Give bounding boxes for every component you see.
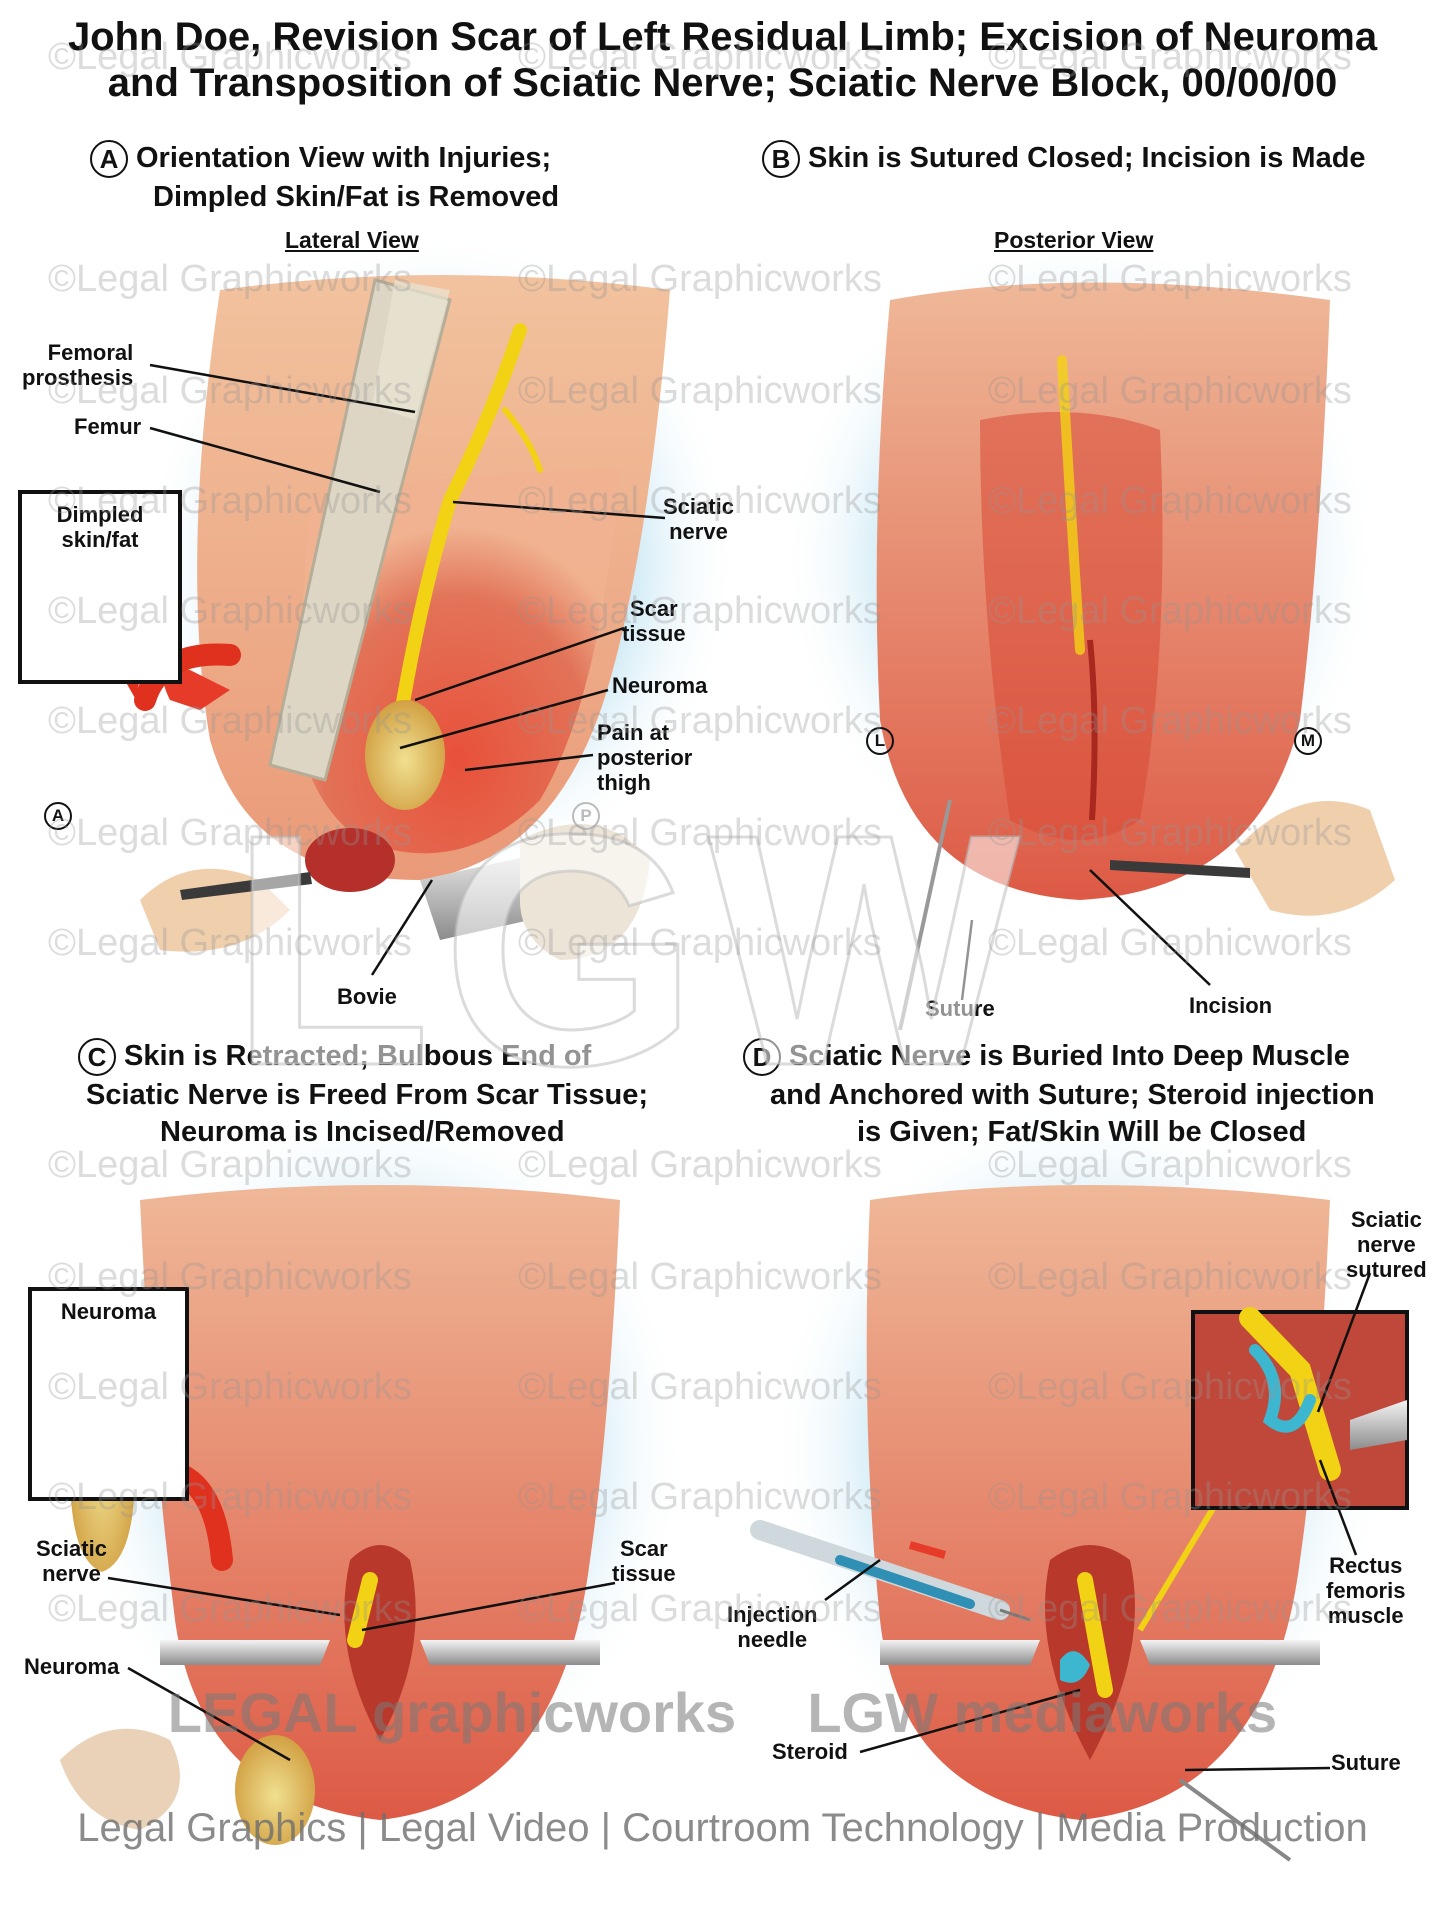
label-femur: Femur <box>74 414 142 439</box>
footer-brand: LEGAL graphicworks LGW mediaworks <box>0 1680 1445 1745</box>
label-incision: Incision <box>1189 993 1273 1018</box>
footer-brand-right: LGW mediaworks <box>807 1681 1278 1744</box>
label-neuroma-a: Neuroma <box>612 673 708 698</box>
label-sciatic-nerve-c: Sciatic nerve <box>36 1536 107 1586</box>
panel-c-title-line-3: Neuroma is Incised/Removed <box>160 1116 565 1148</box>
panel-d-title-line-2: and Anchored with Suture; Steroid inject… <box>770 1079 1375 1111</box>
marker-m: M <box>1294 727 1322 755</box>
label-rectus-femoris: Rectus femoris muscle <box>1326 1553 1406 1628</box>
lgw-logo-mark: LGW <box>229 764 1030 1136</box>
pointer-lines <box>107 363 1372 1772</box>
inset-neuroma-label: Neuroma <box>60 1299 157 1324</box>
label-sciatic-nerve-sutured: Sciatic nerve sutured <box>1346 1207 1427 1282</box>
title-line-2: and Transposition of Sciatic Nerve; Scia… <box>107 61 1338 105</box>
footer-brand-left: LEGAL graphicworks <box>167 1681 737 1744</box>
panel-d-title-line-3: is Given; Fat/Skin Will be Closed <box>857 1116 1307 1148</box>
panel-b-letter: B <box>762 140 800 179</box>
label-scar-tissue-c: Scar tissue <box>612 1536 676 1586</box>
label-scar-tissue-a: Scar tissue <box>622 596 686 646</box>
marker-p: P <box>572 802 600 830</box>
panel-c-letter: C <box>78 1038 116 1077</box>
label-bovie: Bovie <box>337 984 397 1009</box>
marker-a: A <box>44 802 72 830</box>
footer-tagline: Legal Graphics | Legal Video | Courtroom… <box>77 1806 1368 1850</box>
inset-dimpled-skin-label: Dimpled skin/fat <box>56 502 144 552</box>
panel-c-title-line-2: Sciatic Nerve is Freed From Scar Tissue; <box>86 1079 649 1111</box>
panel-a-title-line-2: Dimpled Skin/Fat is Removed <box>153 181 560 213</box>
panel-d-title-line-1: Sciatic Nerve is Buried Into Deep Muscle <box>789 1040 1350 1072</box>
panel-a-limb <box>140 230 740 960</box>
panel-a-letter: A <box>90 140 128 179</box>
label-sciatic-nerve-a: Sciatic nerve <box>663 494 734 544</box>
label-neuroma-c: Neuroma <box>24 1654 120 1679</box>
marker-l: L <box>866 727 894 755</box>
title-line-1: John Doe, Revision Scar of Left Residual… <box>67 15 1378 59</box>
panel-c-title-line-1: Skin is Retracted; Bulbous End of <box>124 1040 592 1072</box>
label-pain-posterior-thigh: Pain at posterior thigh <box>597 720 693 795</box>
inset-neuroma: Neuroma <box>28 1287 189 1501</box>
label-suture-b: Suture <box>925 996 995 1021</box>
label-suture-d: Suture <box>1331 1750 1401 1775</box>
inset-dimpled-skin: Dimpled skin/fat <box>18 490 182 684</box>
panel-d-letter: D <box>743 1038 781 1077</box>
panel-c-limb <box>60 1100 690 1845</box>
posterior-view-label: Posterior View <box>994 227 1154 253</box>
panel-a-title-line-1: Orientation View with Injuries; <box>136 142 552 174</box>
label-femoral-prosthesis: Femoral prosthesis <box>22 340 134 390</box>
panel-b-title-text: Skin is Sutured Closed; Incision is Made <box>808 142 1366 174</box>
sutured-nerve-inset <box>1191 1307 1409 1510</box>
label-steroid: Steroid <box>772 1739 848 1764</box>
label-injection-needle: Injection needle <box>727 1602 818 1652</box>
lateral-view-label: Lateral View <box>285 227 419 253</box>
panel-b-limb <box>780 230 1395 1031</box>
